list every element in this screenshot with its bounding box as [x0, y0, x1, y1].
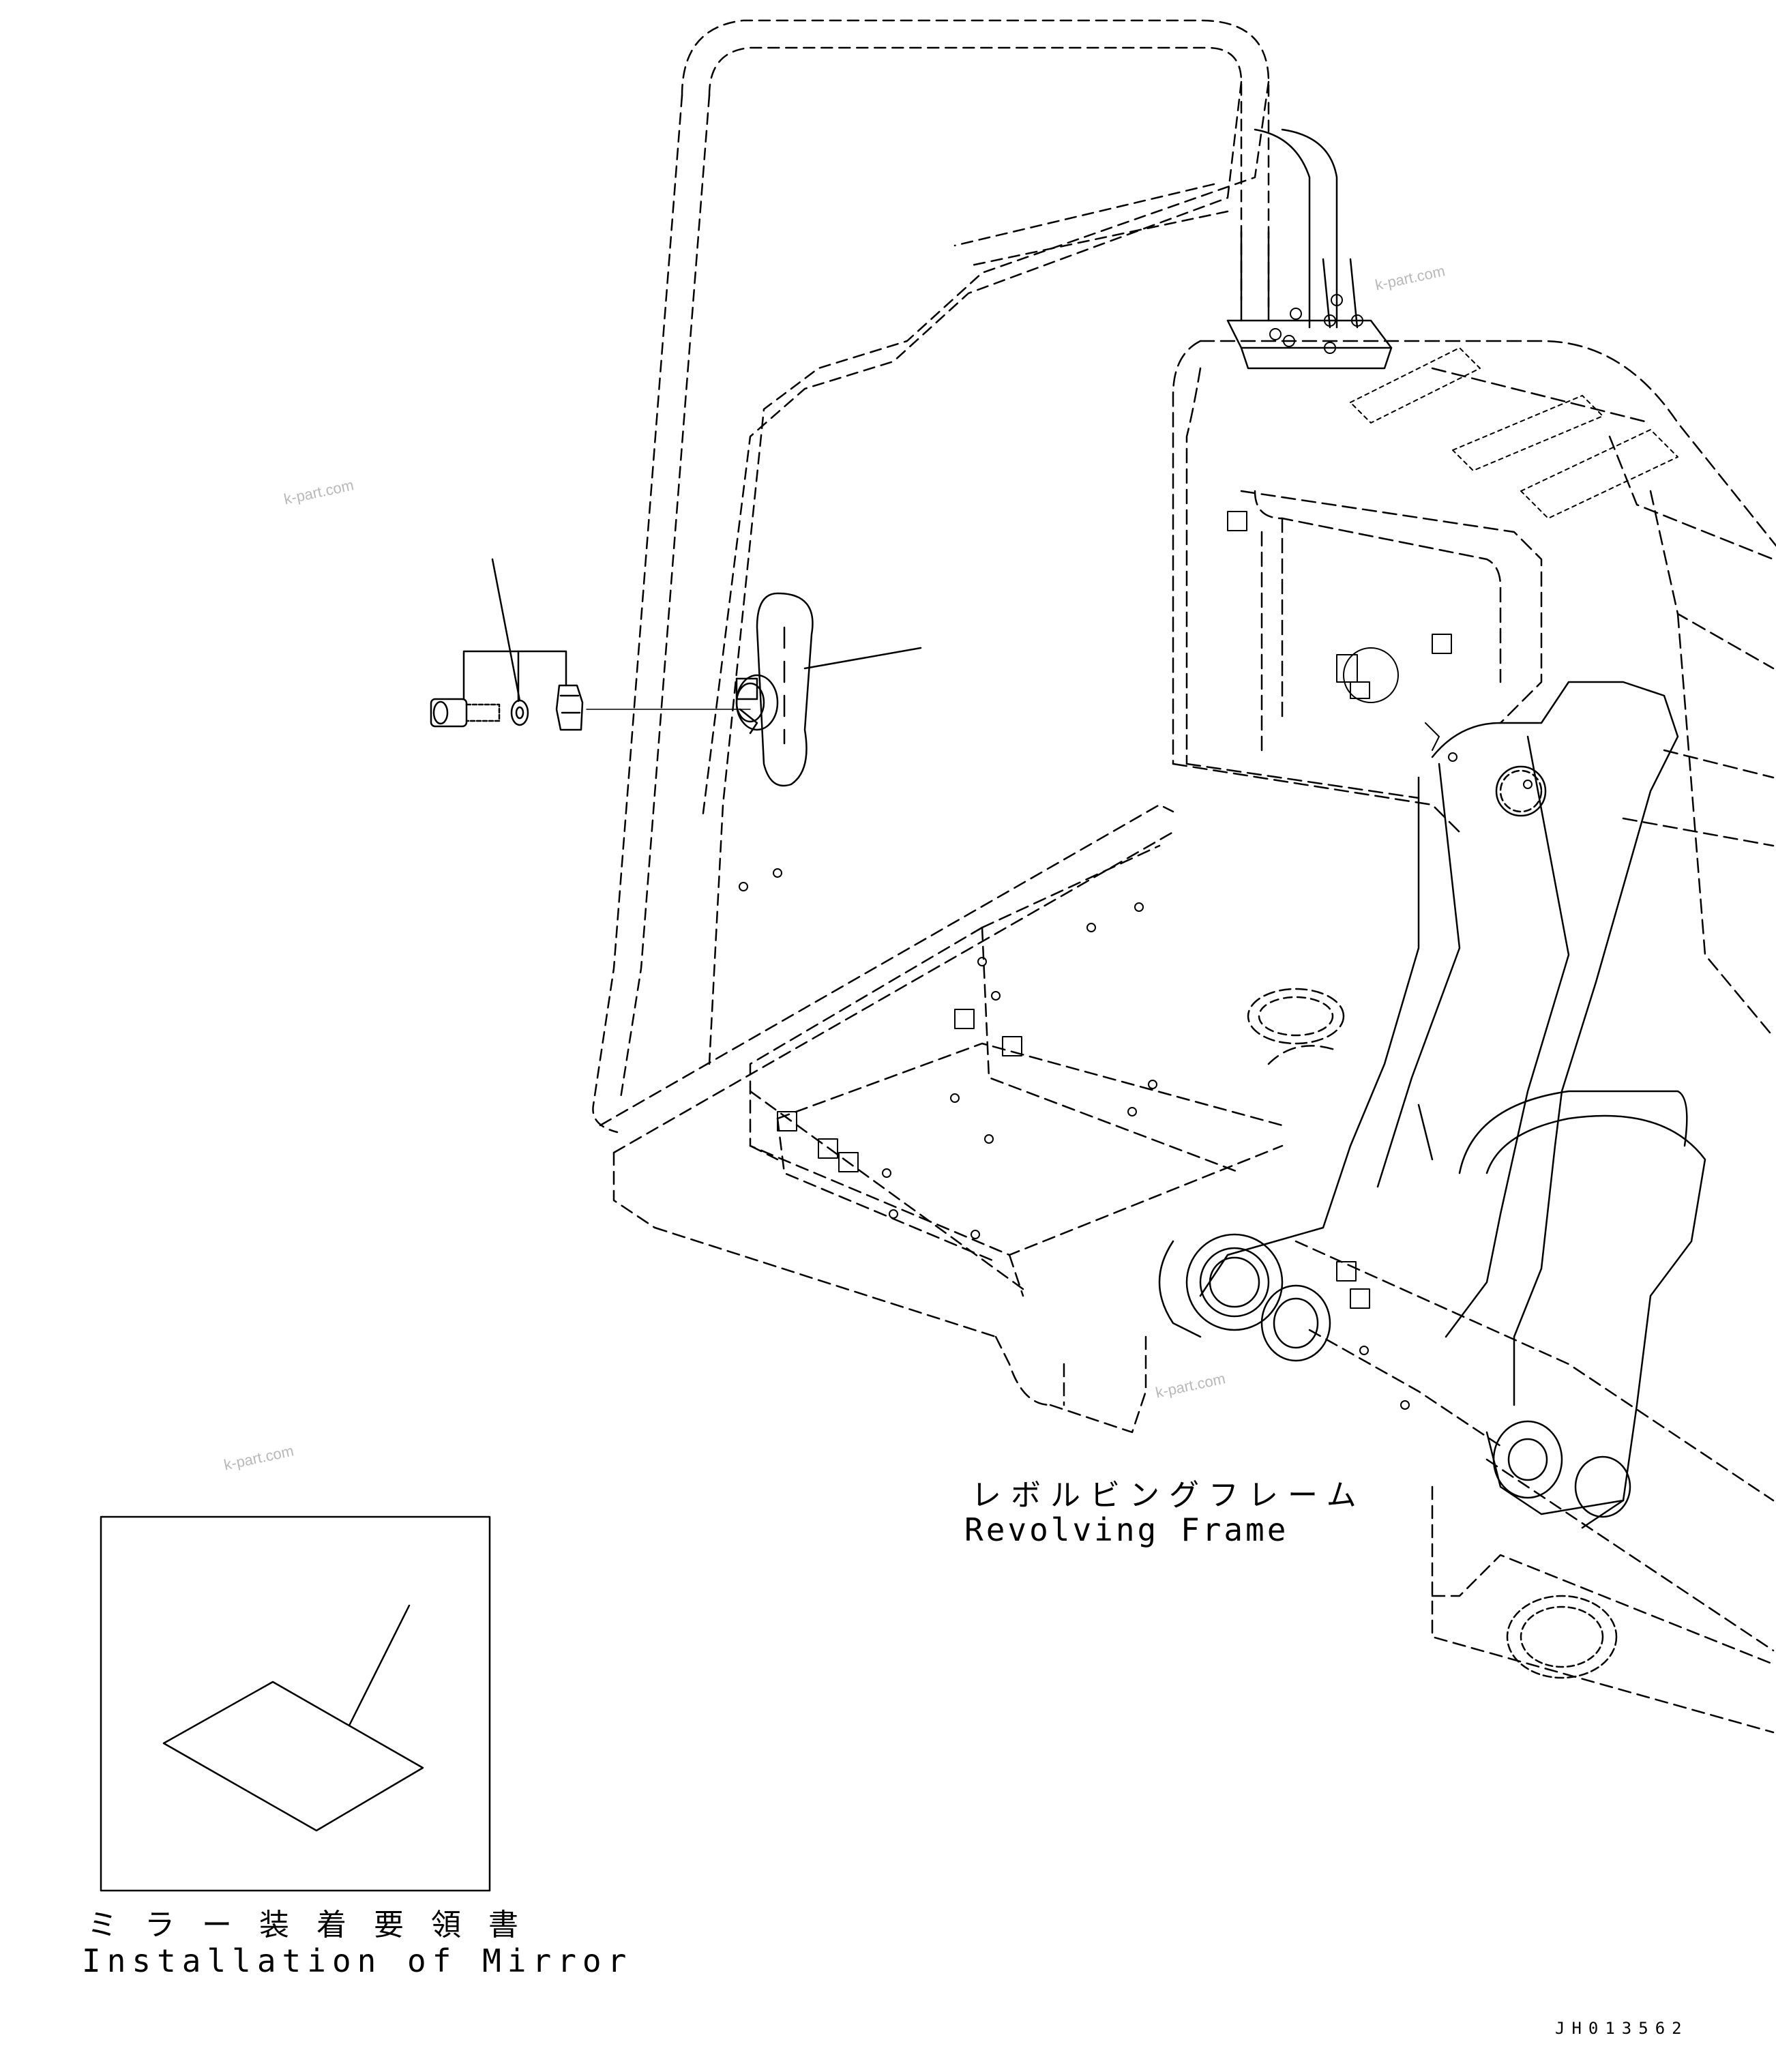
boom-boss-right [1492, 1420, 1563, 1499]
frame-connector [1336, 647, 1440, 751]
grab-bar-posts [1226, 128, 1393, 370]
washer [510, 699, 529, 726]
revolving-frame-body [1172, 340, 1776, 1038]
bolt-head [430, 698, 468, 728]
mirror-label-en: Installation of Mirror [82, 1942, 633, 1979]
swing-bearing-opening [1506, 1595, 1618, 1679]
mirror-label-jp: ミラー装着要領書 [87, 1908, 546, 1942]
frame-fasteners [739, 294, 1533, 1410]
boom-pin-hole [1495, 765, 1547, 817]
floor-opening [1247, 988, 1345, 1045]
nut [555, 684, 584, 731]
mirror-assembly [430, 558, 922, 787]
mirror-plate [756, 592, 814, 787]
handrail-frame [592, 19, 1270, 1134]
leader-bolt-group [462, 650, 567, 700]
bolt-shank [465, 703, 501, 722]
floor-deck [599, 803, 1775, 1734]
frame-label-jp: レボルビングフレーム [971, 1478, 1366, 1513]
frame-label-en: Revolving Frame [964, 1511, 1289, 1548]
leader-washer [491, 558, 521, 702]
drawing-code: JH013562 [1555, 2019, 1689, 2038]
boom-boss-left [1185, 1233, 1284, 1331]
boom-mount-plates [1158, 681, 1706, 1529]
mirror-document-box [100, 1515, 491, 1892]
boom-boss-center [1260, 1284, 1331, 1362]
tread-plates [1350, 347, 1678, 519]
